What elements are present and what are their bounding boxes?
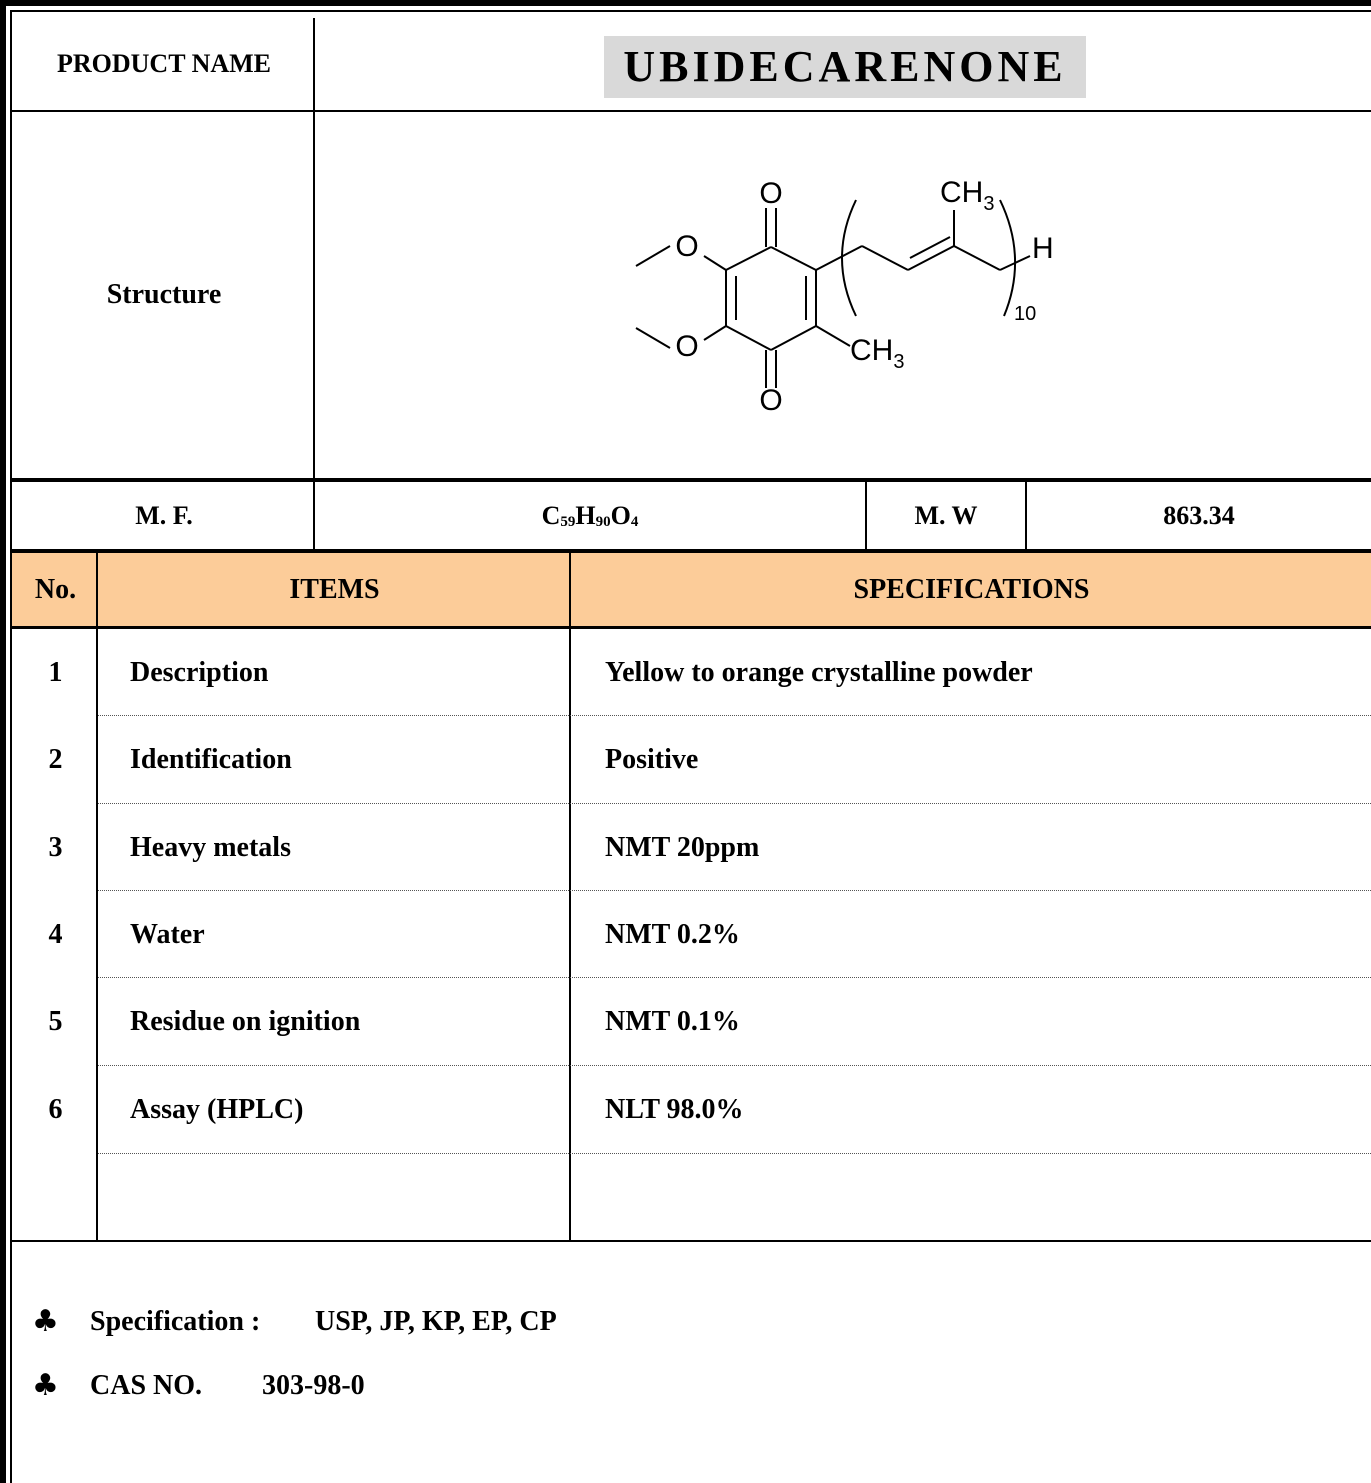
product-name: UBIDECARENONE bbox=[623, 42, 1067, 91]
row-item: Heavy metals bbox=[130, 832, 291, 863]
divider bbox=[313, 482, 315, 550]
atom-h-end: H bbox=[1032, 232, 1054, 265]
bond bbox=[635, 327, 671, 349]
specification-value: USP, JP, KP, EP, CP bbox=[315, 1306, 557, 1337]
product-name-label: PRODUCT NAME bbox=[56, 49, 272, 78]
bond bbox=[703, 325, 727, 341]
atom-ch3-top: CH3 bbox=[940, 176, 994, 215]
row-item: Identification bbox=[130, 744, 292, 775]
club-icon: ♣ bbox=[32, 1304, 59, 1339]
row-no: 5 bbox=[48, 1006, 63, 1037]
bond bbox=[770, 246, 817, 271]
row-no: 2 bbox=[48, 744, 63, 775]
divider bbox=[98, 977, 1371, 978]
header-items: ITEMS bbox=[289, 574, 380, 605]
divider bbox=[12, 626, 1371, 629]
mw-value: 863.34 bbox=[1163, 501, 1235, 530]
bond bbox=[770, 325, 817, 351]
row-item: Assay (HPLC) bbox=[130, 1094, 304, 1125]
specification-label: Specification : bbox=[90, 1306, 261, 1337]
divider bbox=[12, 549, 1371, 553]
divider bbox=[96, 553, 98, 1241]
cas-value: 303-98-0 bbox=[262, 1370, 365, 1401]
bond bbox=[907, 245, 955, 271]
row-spec: NLT 98.0% bbox=[605, 1094, 744, 1125]
mf-label: M. F. bbox=[135, 501, 193, 530]
bond bbox=[725, 325, 772, 351]
row-spec: NMT 20ppm bbox=[605, 832, 760, 863]
divider bbox=[98, 715, 1371, 716]
product-name-highlight bbox=[604, 36, 1086, 98]
row-spec: Yellow to orange crystalline powder bbox=[605, 657, 1033, 688]
row-no: 1 bbox=[48, 657, 63, 688]
divider bbox=[98, 890, 1371, 891]
divider bbox=[98, 803, 1371, 804]
row-no: 4 bbox=[48, 919, 63, 950]
atom-o-methoxy-bottom: O bbox=[675, 330, 698, 363]
repeat-count: 10 bbox=[1014, 303, 1036, 325]
bond bbox=[909, 236, 951, 259]
mf-value: C59H90O4 bbox=[541, 501, 639, 530]
row-no: 6 bbox=[48, 1094, 63, 1125]
bond bbox=[815, 245, 863, 271]
table-header-bg bbox=[12, 553, 1371, 627]
bond bbox=[861, 245, 909, 271]
divider bbox=[12, 478, 1371, 482]
divider bbox=[313, 18, 315, 480]
bond bbox=[725, 246, 772, 271]
divider bbox=[12, 110, 1371, 112]
atom-ch3-bottom: CH3 bbox=[850, 334, 904, 373]
row-spec: NMT 0.1% bbox=[605, 1006, 740, 1037]
row-spec: NMT 0.2% bbox=[605, 919, 740, 950]
divider bbox=[1025, 482, 1027, 550]
bond bbox=[953, 245, 1001, 271]
bracket-left bbox=[841, 199, 857, 317]
mw-label: M. W bbox=[914, 501, 978, 530]
bond bbox=[635, 245, 671, 267]
divider bbox=[569, 553, 571, 1241]
atom-o-methoxy-top: O bbox=[675, 230, 698, 263]
row-no: 3 bbox=[48, 832, 63, 863]
divider bbox=[12, 1240, 1371, 1242]
header-specifications: SPECIFICATIONS bbox=[853, 574, 1090, 605]
cas-label: CAS NO. bbox=[90, 1370, 203, 1401]
bond bbox=[815, 325, 851, 347]
atom-o-top: O bbox=[759, 177, 782, 210]
divider bbox=[98, 1065, 1371, 1066]
structure-label: Structure bbox=[106, 279, 222, 310]
header-no: No. bbox=[34, 574, 77, 605]
bond bbox=[703, 255, 727, 271]
club-icon: ♣ bbox=[32, 1368, 59, 1403]
divider bbox=[98, 1153, 1371, 1154]
bracket-right bbox=[999, 199, 1016, 317]
row-item: Description bbox=[130, 657, 269, 688]
atom-o-bottom: O bbox=[759, 384, 782, 417]
row-item: Water bbox=[130, 919, 205, 950]
divider bbox=[865, 482, 867, 550]
row-item: Residue on ignition bbox=[130, 1006, 361, 1037]
chemical-structure: O O O O CH3 CH3 H 10 bbox=[635, 176, 1054, 417]
row-spec: Positive bbox=[605, 744, 699, 775]
